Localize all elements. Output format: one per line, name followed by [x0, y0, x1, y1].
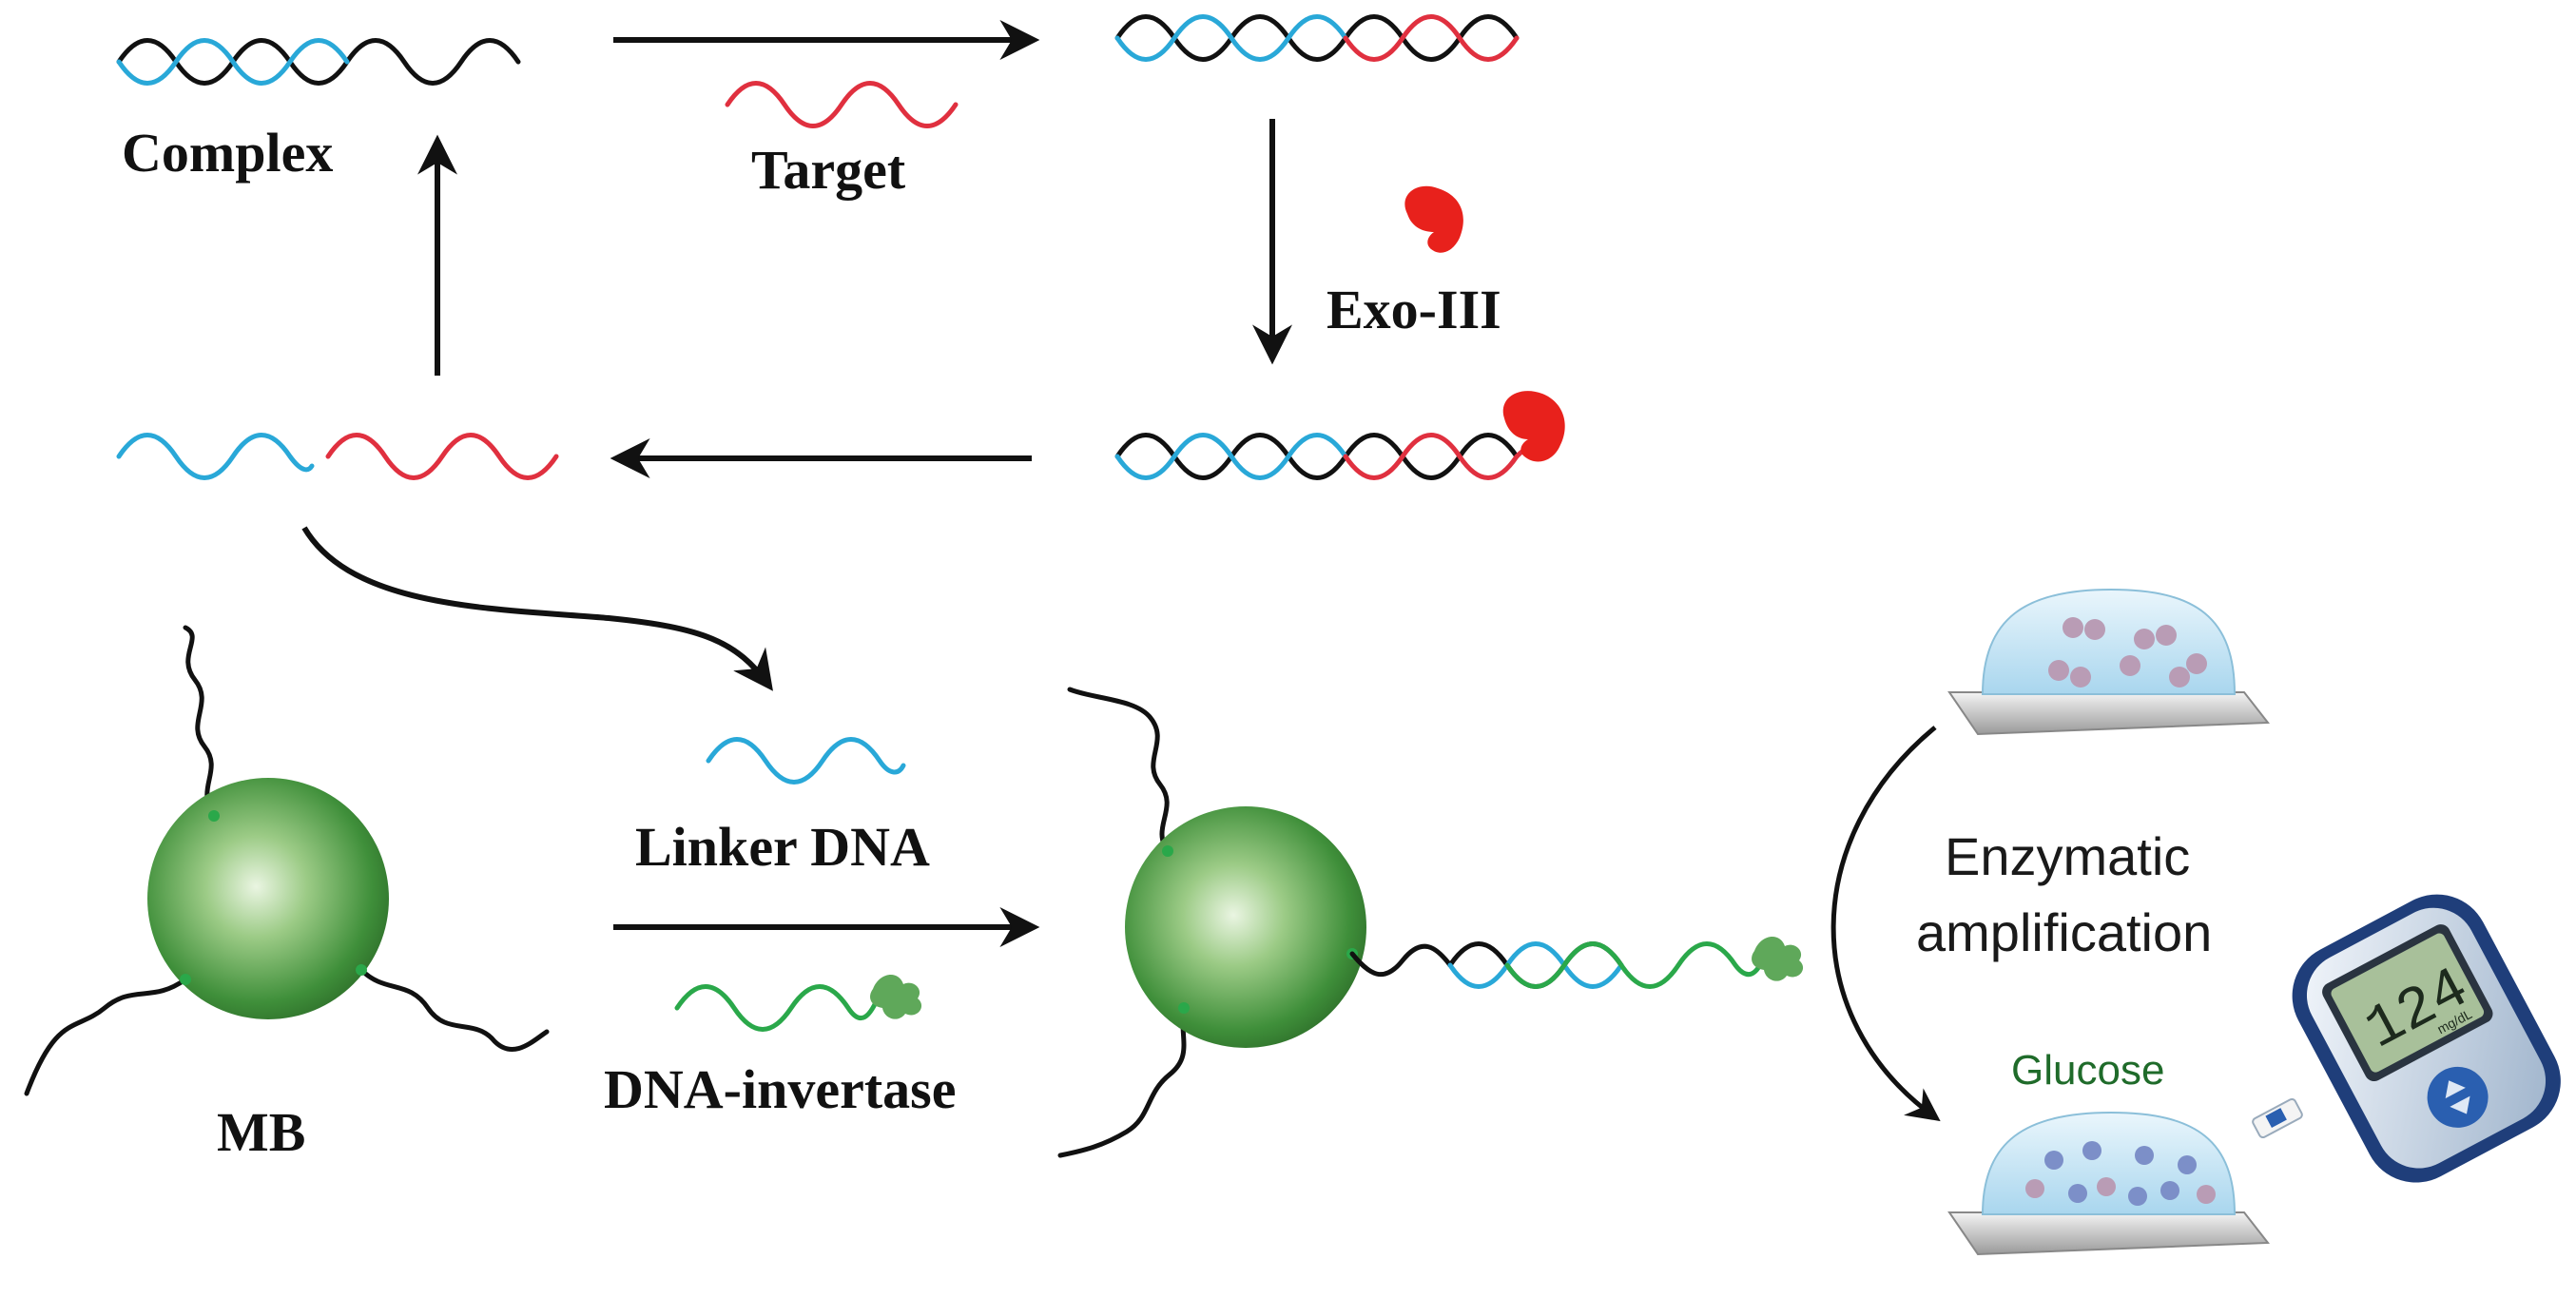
invertase-dna-strand	[674, 984, 882, 1032]
released-blue-strand	[116, 433, 315, 480]
label-mb: MB	[217, 1101, 305, 1163]
target-duplex	[1114, 14, 1520, 62]
glucose-dish-icon	[1947, 1111, 2270, 1256]
bead-hybrid-group	[1057, 687, 1804, 1158]
label-exo-iii: Exo-III	[1327, 279, 1501, 340]
target-strand	[725, 81, 959, 128]
label-enzymatic: Enzymatic	[1945, 826, 2190, 886]
digested-duplex	[1114, 433, 1543, 480]
label-linker-dna: Linker DNA	[635, 816, 930, 878]
mb-bead-group	[24, 625, 550, 1096]
magnetic-bead-loaded	[1125, 806, 1366, 1048]
complex-blue-strand	[116, 38, 350, 86]
label-amplification: amplification	[1916, 902, 2212, 962]
amplification-curved-arrow	[1830, 726, 1941, 1122]
label-target: Target	[751, 139, 906, 201]
invertase-enzyme-icon	[870, 974, 922, 1019]
curved-arrow-to-linker	[301, 526, 773, 691]
glucose-meter-icon: 124 mg/dL	[2252, 894, 2561, 1183]
magnetic-bead	[147, 778, 389, 1019]
exo-iii-enzyme-icon	[1404, 185, 1463, 253]
complex-duplex	[116, 38, 521, 86]
exo-iii-bound-icon	[1502, 391, 1565, 462]
sucrose-dish-icon	[1947, 588, 2270, 736]
label-dna-invertase: DNA-invertase	[604, 1058, 956, 1120]
label-complex: Complex	[122, 122, 333, 184]
label-glucose: Glucose	[2011, 1047, 2164, 1094]
released-red-strand	[325, 433, 559, 480]
linker-dna-strand	[706, 737, 906, 785]
complex-black-strand	[116, 38, 521, 86]
